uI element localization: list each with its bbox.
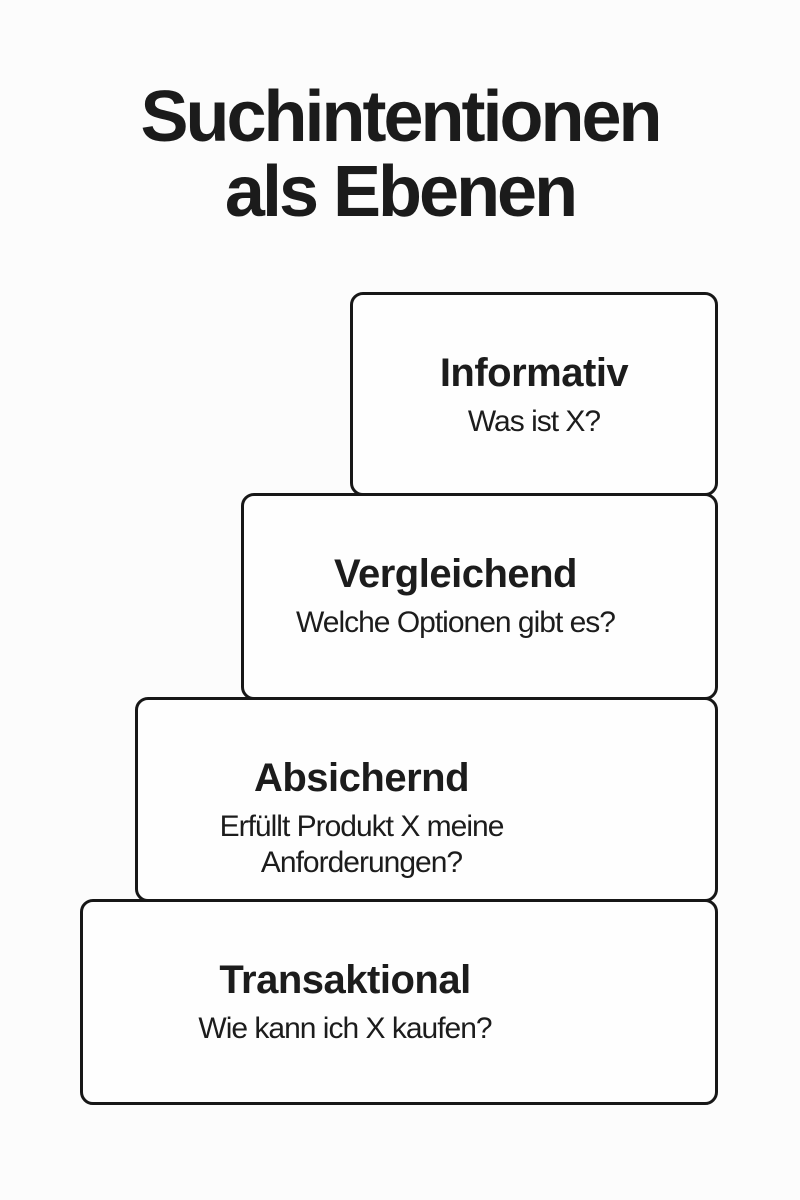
page-title: Suchintentionen als Ebenen — [0, 80, 800, 230]
layer-box-content: Informativ Was ist X? — [353, 351, 715, 440]
layer-question: Welche Optionen gibt es? — [296, 606, 616, 639]
layer-question: Erfüllt Produkt X meine Anforderungen? — [219, 810, 505, 879]
layer-title: Transaktional — [219, 958, 471, 1002]
layer-box-content: Vergleichend Welche Optionen gibt es? — [220, 552, 691, 641]
layer-box-content: Transaktional Wie kann ich X kaufen? — [29, 958, 661, 1047]
layer-question: Wie kann ich X kaufen? — [198, 1012, 492, 1045]
layer-title: Absichernd — [253, 756, 470, 800]
layer-box-content: Absichernd Erfüllt Produkt X meine Anfor… — [73, 756, 650, 881]
page-title-line-1: Suchintentionen — [140, 77, 663, 157]
layer-question: Was ist X? — [467, 405, 601, 438]
page-title-line-2: als Ebenen — [224, 152, 578, 232]
layer-box-transaktional: Transaktional Wie kann ich X kaufen? — [80, 899, 718, 1105]
layer-title: Vergleichend — [334, 552, 577, 596]
layer-title: Informativ — [439, 351, 629, 395]
layer-box-informativ: Informativ Was ist X? — [350, 292, 718, 496]
layer-box-vergleichend: Vergleichend Welche Optionen gibt es? — [241, 493, 718, 700]
layer-box-absichernd: Absichernd Erfüllt Produkt X meine Anfor… — [135, 697, 718, 902]
